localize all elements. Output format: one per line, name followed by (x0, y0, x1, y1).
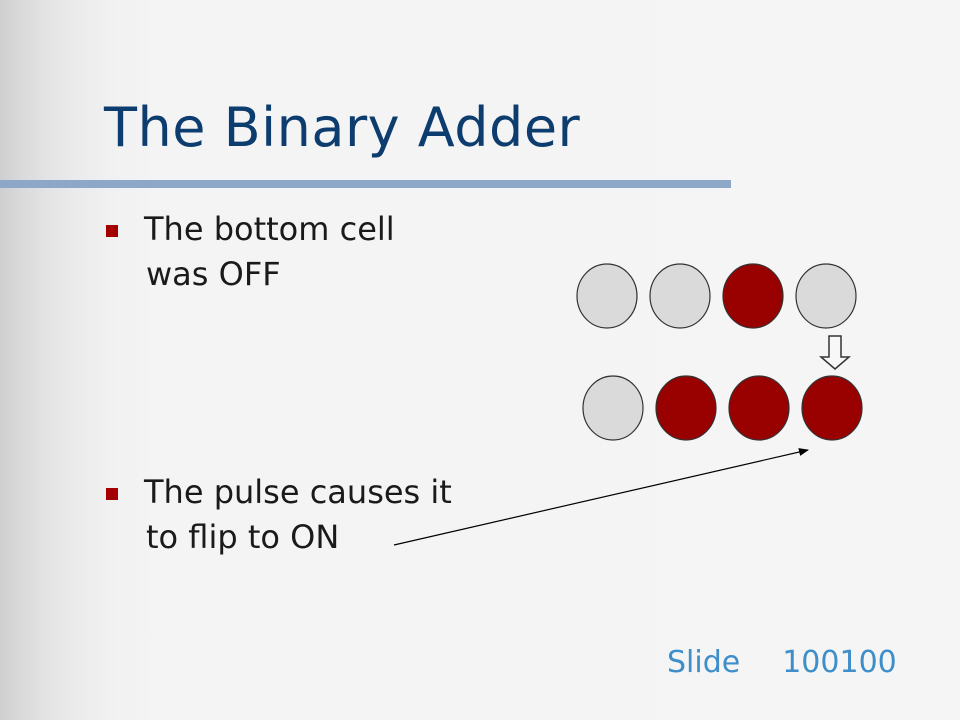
slide-number: 100100 (782, 645, 897, 680)
cell-on (801, 375, 863, 441)
bullet-line: to flip to ON (146, 518, 340, 556)
cell-on (728, 375, 790, 441)
slide-title: The Binary Adder (104, 96, 581, 159)
cell-off (582, 375, 644, 441)
top-row-cells (576, 263, 857, 329)
bullet-square-icon (106, 225, 118, 237)
cell-off (576, 263, 638, 329)
cell-on (655, 375, 717, 441)
cell-on (722, 263, 784, 329)
title-underline (0, 180, 731, 188)
bullet-line: was OFF (146, 255, 281, 293)
cell-off (649, 263, 711, 329)
pointer-arrow (393, 448, 809, 546)
bullet-text: The pulse causes it to flip to ON (144, 470, 452, 560)
bullet-line: The bottom cell (144, 210, 395, 248)
bullet-text: The bottom cell was OFF (144, 207, 395, 297)
slide-footer: Slide 100100 (667, 645, 897, 680)
bullet-line: The pulse causes it (144, 473, 452, 511)
slide-label: Slide (667, 645, 741, 680)
bullet-square-icon (106, 488, 118, 500)
cell-off (795, 263, 857, 329)
bottom-row-cells (582, 375, 863, 441)
down-arrow-icon (818, 335, 852, 370)
